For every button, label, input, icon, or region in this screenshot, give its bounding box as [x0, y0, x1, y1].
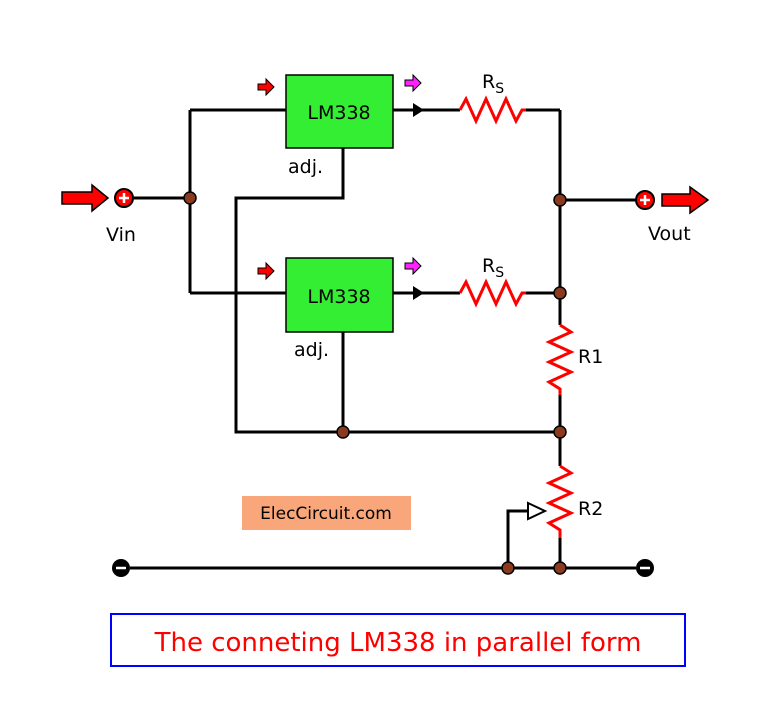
bottom-output-arrow-icon — [404, 256, 422, 276]
regulator-bottom: LM338 adj. — [285, 257, 394, 361]
bottom-output-marker-icon — [413, 286, 424, 300]
top-output-arrow-icon — [404, 73, 422, 93]
vin-arrow-icon — [61, 183, 110, 213]
ground-left-terminal — [112, 559, 130, 577]
vout-label: Vout — [648, 223, 691, 245]
r2-wiper-wire — [506, 509, 530, 568]
regulator-top: LM338 adj. — [285, 74, 394, 178]
junction-node — [501, 561, 515, 575]
junction-node — [553, 193, 567, 207]
r2-label: R2 — [578, 498, 603, 520]
junction-node — [336, 425, 350, 439]
vout-arrow-icon — [661, 185, 710, 215]
brand-badge: ElecCircuit.com — [242, 496, 411, 530]
rs-top-label: RS — [482, 71, 504, 97]
rs-bottom-label: RS — [482, 255, 504, 281]
brand-text: ElecCircuit.com — [260, 504, 392, 524]
rs-bottom-resistor — [458, 278, 526, 308]
r1-label: R1 — [578, 346, 603, 368]
r2-resistor — [545, 464, 575, 538]
caption-border — [110, 613, 686, 667]
regulator-top-body — [285, 74, 394, 149]
junction-node — [553, 425, 567, 439]
regulator-bottom-label: LM338 — [307, 286, 370, 308]
ground-right-terminal — [636, 559, 654, 577]
top-input-arrow-icon — [257, 77, 275, 97]
regulator-top-adj-label: adj. — [288, 156, 323, 178]
r2-wiper-arrow-icon — [527, 501, 548, 521]
bottom-input-arrow-icon — [257, 261, 275, 281]
junction-nodes — [183, 191, 567, 575]
caption-box: The conneting LM338 in parallel form — [110, 613, 686, 667]
junction-node — [553, 561, 567, 575]
vin-terminal: Vin — [106, 188, 136, 246]
wires — [130, 108, 636, 570]
regulator-bottom-adj-label: adj. — [294, 339, 329, 361]
caption-text: The conneting LM338 in parallel form — [154, 628, 642, 658]
junction-node — [553, 286, 567, 300]
top-output-marker-icon — [413, 103, 424, 117]
regulator-bottom-body — [285, 257, 394, 333]
brand-badge-bg — [242, 496, 411, 530]
r1-resistor — [545, 323, 575, 395]
rs-top-resistor — [458, 95, 526, 125]
junction-node — [183, 191, 197, 205]
vout-terminal: Vout — [635, 190, 691, 245]
vin-label: Vin — [106, 224, 136, 246]
regulator-top-label: LM338 — [307, 102, 370, 124]
